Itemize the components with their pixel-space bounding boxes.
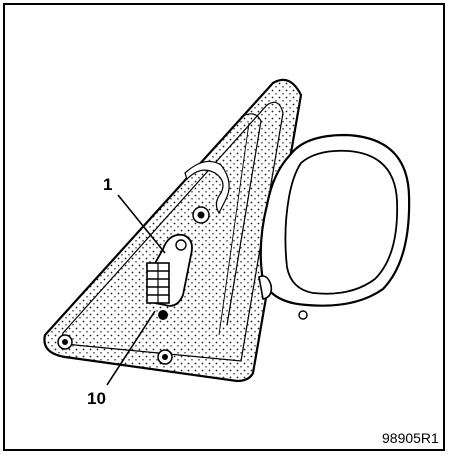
callout-10: 10: [87, 389, 106, 408]
bolt-left: [57, 334, 73, 350]
plate-ridge: [226, 113, 262, 326]
plate-recess: [184, 160, 230, 215]
figure-frame: 1 10 98905R1: [3, 3, 445, 451]
bolt-top: [192, 206, 210, 224]
electrical-connector: [146, 233, 193, 320]
mirror-glass: [284, 149, 399, 295]
bolt-bottom: [157, 349, 173, 365]
door-mirror-illustration: [43, 78, 411, 386]
mirror-arm: [258, 275, 273, 300]
plate-ridge-2: [218, 122, 250, 336]
callout-1: 1: [103, 175, 113, 194]
mounting-plate-outer: [43, 78, 303, 383]
leader-line-1: [117, 194, 166, 254]
leader-line-10: [106, 310, 156, 386]
mirror-arm-pivot: [298, 310, 308, 320]
figure-reference-code: 98905R1: [382, 430, 439, 446]
